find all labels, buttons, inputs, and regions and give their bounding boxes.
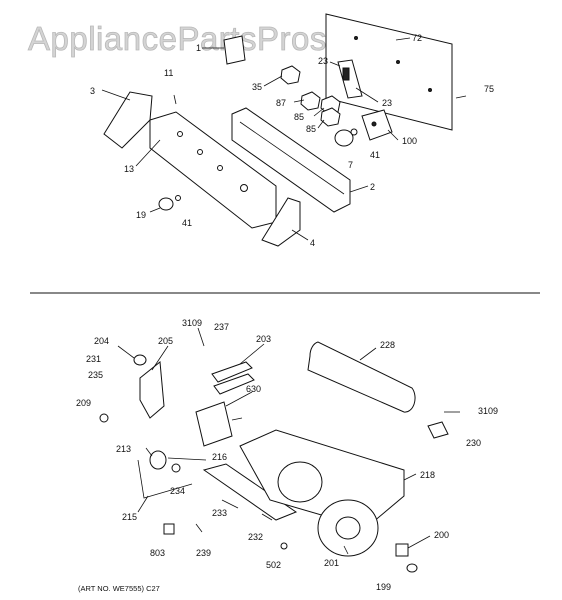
label-209: 209 bbox=[76, 398, 91, 408]
label-205: 205 bbox=[158, 336, 173, 346]
label-237: 237 bbox=[214, 322, 229, 332]
label-230: 230 bbox=[466, 438, 481, 448]
label-228: 228 bbox=[380, 340, 395, 350]
knob-41 bbox=[350, 128, 358, 136]
foot-199 bbox=[406, 563, 418, 573]
label-199: 199 bbox=[376, 582, 391, 592]
label-41b: 41 bbox=[182, 218, 192, 228]
label-85b: 85 bbox=[306, 124, 316, 134]
knob bbox=[334, 129, 354, 147]
label-234: 234 bbox=[170, 486, 185, 496]
switch-85b bbox=[320, 107, 341, 127]
console-edge bbox=[239, 121, 345, 195]
clamp-204 bbox=[133, 354, 147, 366]
label-1: 1 bbox=[196, 43, 201, 53]
rear-panel bbox=[325, 13, 453, 131]
leader-lines bbox=[101, 37, 460, 555]
label-41a: 41 bbox=[370, 150, 380, 160]
panel-hole bbox=[354, 36, 358, 40]
clip-203b bbox=[213, 373, 255, 395]
label-216: 216 bbox=[212, 452, 227, 462]
label-11: 11 bbox=[164, 68, 173, 78]
bracket-230 bbox=[427, 421, 449, 439]
label-630: 630 bbox=[246, 384, 261, 394]
label-4: 4 bbox=[310, 238, 315, 248]
label-502: 502 bbox=[266, 560, 281, 570]
art-number-note: (ART NO. WE7555) C27 bbox=[78, 584, 160, 593]
label-75: 75 bbox=[484, 84, 494, 94]
panel-knob-hole bbox=[217, 165, 223, 171]
motor-shaft bbox=[231, 417, 243, 421]
timer bbox=[361, 109, 393, 141]
screw-232 bbox=[261, 513, 273, 521]
clip-803 bbox=[163, 523, 175, 535]
label-218: 218 bbox=[420, 470, 435, 480]
panel-knob-hole bbox=[177, 131, 183, 137]
label-204: 204 bbox=[94, 336, 109, 346]
clip-203 bbox=[211, 361, 253, 383]
screw-11 bbox=[173, 94, 177, 105]
label-215: 215 bbox=[122, 512, 137, 522]
end-bracket bbox=[261, 197, 301, 247]
label-3: 3 bbox=[90, 86, 95, 96]
label-803: 803 bbox=[150, 548, 165, 558]
switch-87 bbox=[300, 91, 321, 111]
control-panel-assembly bbox=[103, 13, 467, 247]
housing-inlet bbox=[277, 461, 323, 503]
label-203: 203 bbox=[256, 334, 271, 344]
label-233: 233 bbox=[212, 508, 227, 518]
label-72: 72 bbox=[412, 33, 422, 43]
label-7: 7 bbox=[348, 160, 353, 170]
label-23b: 23 bbox=[382, 98, 392, 108]
label-200: 200 bbox=[434, 530, 449, 540]
nut-209 bbox=[99, 413, 109, 423]
exhaust-duct bbox=[307, 341, 416, 413]
console-frame bbox=[231, 107, 351, 213]
drive-belt bbox=[137, 459, 193, 499]
instruction-card bbox=[223, 35, 246, 65]
label-231: 231 bbox=[86, 354, 101, 364]
motor-base bbox=[202, 463, 298, 521]
motor-bracket bbox=[139, 361, 165, 419]
panel-hole bbox=[428, 88, 432, 92]
label-87: 87 bbox=[276, 98, 286, 108]
label-23a: 23 bbox=[318, 56, 328, 66]
label-13: 13 bbox=[124, 164, 134, 174]
switch-35 bbox=[280, 65, 301, 85]
part-number-labels: 1 72 23 23 75 3 11 35 87 85 85 100 41 7 … bbox=[76, 33, 498, 592]
screw-75 bbox=[455, 95, 467, 99]
label-201: 201 bbox=[324, 558, 339, 568]
label-3109b: 3109 bbox=[478, 406, 498, 416]
label-239: 239 bbox=[196, 548, 211, 558]
label-213: 213 bbox=[116, 444, 131, 454]
timer-shaft bbox=[371, 121, 377, 127]
screw-502 bbox=[280, 542, 288, 550]
panel-hole bbox=[396, 60, 400, 64]
pulley-234 bbox=[171, 463, 181, 473]
knob-41b bbox=[175, 195, 181, 201]
label-35: 35 bbox=[252, 82, 262, 92]
label-2: 2 bbox=[370, 182, 375, 192]
label-3109a: 3109 bbox=[182, 318, 202, 328]
panel-knob-hole bbox=[240, 184, 248, 192]
clip-200 bbox=[395, 543, 409, 557]
label-232: 232 bbox=[248, 532, 263, 542]
label-85a: 85 bbox=[294, 112, 304, 122]
label-100: 100 bbox=[402, 136, 417, 146]
blower-hub bbox=[335, 516, 361, 540]
label-19: 19 bbox=[136, 210, 146, 220]
idler-pulley bbox=[149, 450, 167, 470]
panel-knob-hole bbox=[197, 149, 203, 155]
switch-slot bbox=[342, 67, 350, 81]
motor-blower-assembly bbox=[99, 341, 449, 573]
label-235: 235 bbox=[88, 370, 103, 380]
drive-motor bbox=[195, 401, 233, 447]
knob-19 bbox=[158, 197, 174, 211]
pin-239 bbox=[195, 523, 203, 533]
end-cap bbox=[103, 91, 153, 149]
